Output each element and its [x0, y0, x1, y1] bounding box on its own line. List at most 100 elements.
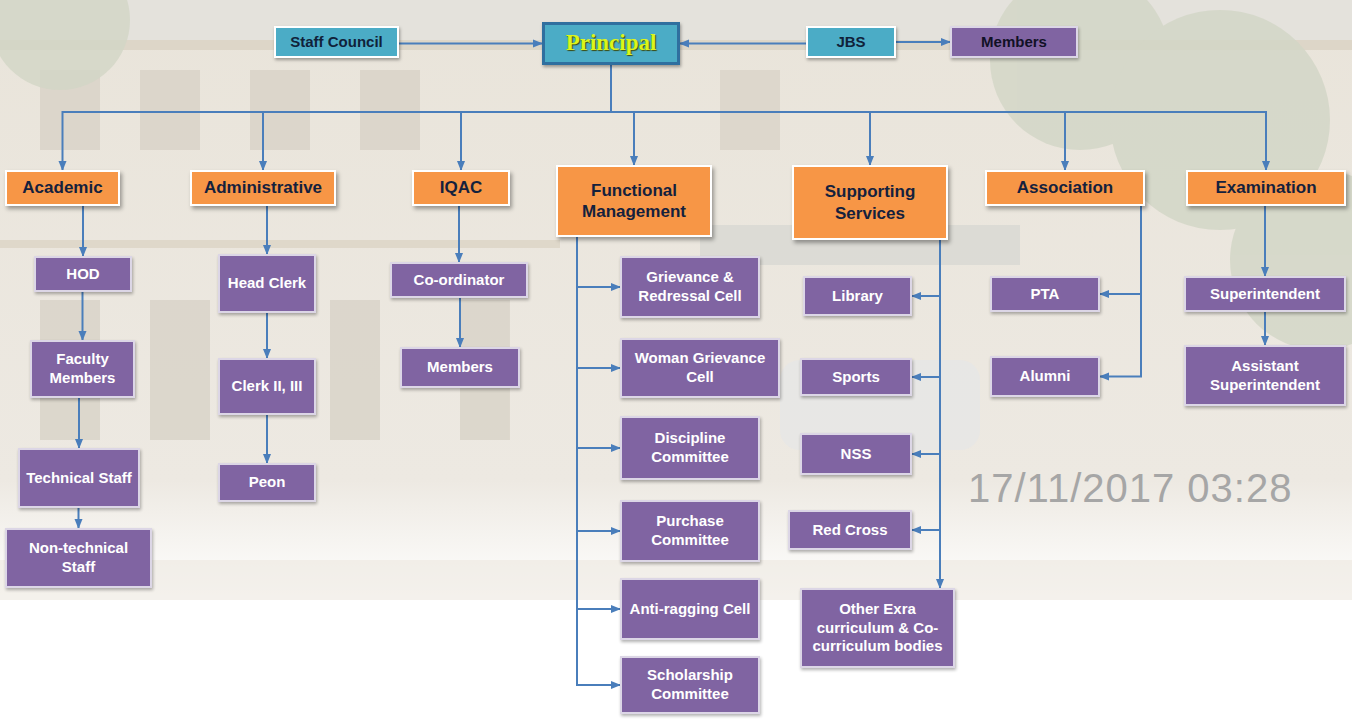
- unit-box: Superintendent: [1184, 276, 1346, 312]
- unit-box: Peon: [218, 463, 316, 502]
- unit-box: Red Cross: [788, 510, 912, 550]
- node-text: Other Exra curriculum & Co-curriculum bo…: [808, 600, 947, 656]
- section-box: Supporting Services: [792, 165, 948, 240]
- node-text: Faculty Members: [38, 350, 127, 388]
- section-box: IQAC: [412, 170, 510, 206]
- unit-box: Woman Grievance Cell: [620, 338, 780, 398]
- node-text: Anti-ragging Cell: [630, 600, 751, 619]
- unit-box: Purchase Committee: [620, 500, 760, 562]
- unit-box: PTA: [990, 276, 1100, 312]
- connector-arrow: [939, 240, 941, 588]
- connector-arrow: [78, 508, 80, 528]
- council-box: JBS: [806, 26, 896, 58]
- connector-arrow: [611, 65, 1266, 170]
- node-text: NSS: [841, 445, 872, 464]
- head-box: Principal: [542, 22, 680, 65]
- timestamp-watermark: 17/11/2017 03:28: [968, 466, 1292, 511]
- connector-arrow: [577, 237, 620, 368]
- section-box: Association: [985, 170, 1145, 206]
- node-text: Superintendent: [1210, 285, 1320, 304]
- connector-arrow: [611, 65, 870, 165]
- node-text: Members: [427, 358, 493, 377]
- unit-box: Head Clerk: [218, 254, 316, 313]
- connector-arrow: [680, 42, 806, 44]
- node-text: JBS: [836, 33, 865, 52]
- connector-arrow: [611, 65, 1065, 170]
- connector-arrow: [912, 240, 940, 454]
- node-text: Functional Management: [564, 180, 704, 223]
- node-text: Academic: [22, 177, 102, 198]
- connector-arrow: [611, 65, 634, 165]
- unit-box: Members: [400, 347, 520, 388]
- connector-arrow: [1100, 206, 1141, 294]
- node-text: Assistant Superintendent: [1192, 357, 1338, 395]
- node-text: Discipline Committee: [628, 429, 752, 467]
- unit-box: Faculty Members: [30, 340, 135, 398]
- node-text: Examination: [1215, 177, 1316, 198]
- node-text: Association: [1017, 177, 1113, 198]
- connector-arrow: [1264, 312, 1266, 345]
- unit-box: Other Exra curriculum & Co-curriculum bo…: [800, 588, 955, 668]
- section-box: Academic: [5, 170, 120, 206]
- connector-arrow: [912, 240, 940, 377]
- unit-box: Scholarship Committee: [620, 656, 760, 714]
- section-box: Functional Management: [556, 165, 712, 237]
- connector-arrow: [577, 237, 620, 531]
- unit-box: Clerk II, III: [218, 358, 316, 415]
- node-text: Library: [832, 287, 883, 306]
- unit-box: Discipline Committee: [620, 416, 760, 480]
- node-text: Alumni: [1020, 367, 1071, 386]
- unit-box: Assistant Superintendent: [1184, 345, 1346, 406]
- connector-arrow: [63, 65, 612, 170]
- node-text: Clerk II, III: [232, 377, 303, 396]
- section-box: Administrative: [190, 170, 336, 206]
- connector-arrow: [577, 237, 620, 609]
- node-text: Sports: [832, 368, 880, 387]
- connector-arrow: [266, 206, 268, 254]
- node-text: IQAC: [440, 177, 483, 198]
- connector-arrow: [896, 41, 950, 43]
- connector-arrow: [263, 65, 611, 170]
- connector-arrow: [1100, 206, 1141, 377]
- connector-arrow: [912, 240, 940, 530]
- node-text: Red Cross: [812, 521, 887, 540]
- node-text: Co-ordinator: [414, 271, 505, 290]
- unit-box: Alumni: [990, 356, 1100, 397]
- unit-box: Sports: [800, 358, 912, 396]
- node-text: Members: [981, 33, 1047, 52]
- node-text: Purchase Committee: [628, 512, 752, 550]
- council-box: Staff Council: [274, 26, 399, 58]
- connector-arrow: [78, 398, 80, 448]
- connector-arrow: [458, 206, 460, 262]
- unit-box: HOD: [34, 256, 132, 292]
- node-text: Woman Grievance Cell: [628, 349, 772, 387]
- node-text: Non-technical Staff: [13, 539, 144, 577]
- node-text: Supporting Services: [800, 181, 940, 224]
- node-text: Principal: [566, 29, 657, 58]
- unit-box: Technical Staff: [18, 448, 140, 508]
- connector-arrow: [266, 313, 268, 358]
- node-text: Administrative: [204, 177, 322, 198]
- node-text: HOD: [66, 265, 99, 284]
- node-text: Grievance & Redressal Cell: [628, 268, 752, 306]
- connector-arrow: [82, 206, 84, 256]
- unit-box: Anti-ragging Cell: [620, 578, 760, 640]
- connector-arrow: [82, 292, 84, 340]
- node-text: Scholarship Committee: [628, 666, 752, 704]
- unit-box: Non-technical Staff: [5, 528, 152, 588]
- connector-arrow: [1264, 206, 1266, 276]
- unit-box: Library: [803, 276, 912, 316]
- node-text: Head Clerk: [228, 274, 306, 293]
- unit-box: Grievance & Redressal Cell: [620, 256, 760, 318]
- section-box: Examination: [1186, 170, 1346, 206]
- connector-arrow: [577, 237, 620, 287]
- connector-arrow: [912, 240, 940, 296]
- unit-box: Members: [950, 26, 1078, 58]
- connector-arrow: [266, 415, 268, 463]
- connector-arrow: [577, 237, 620, 685]
- unit-box: Co-ordinator: [390, 262, 528, 298]
- node-text: Peon: [249, 473, 286, 492]
- node-text: Staff Council: [290, 33, 383, 52]
- unit-box: NSS: [800, 433, 912, 475]
